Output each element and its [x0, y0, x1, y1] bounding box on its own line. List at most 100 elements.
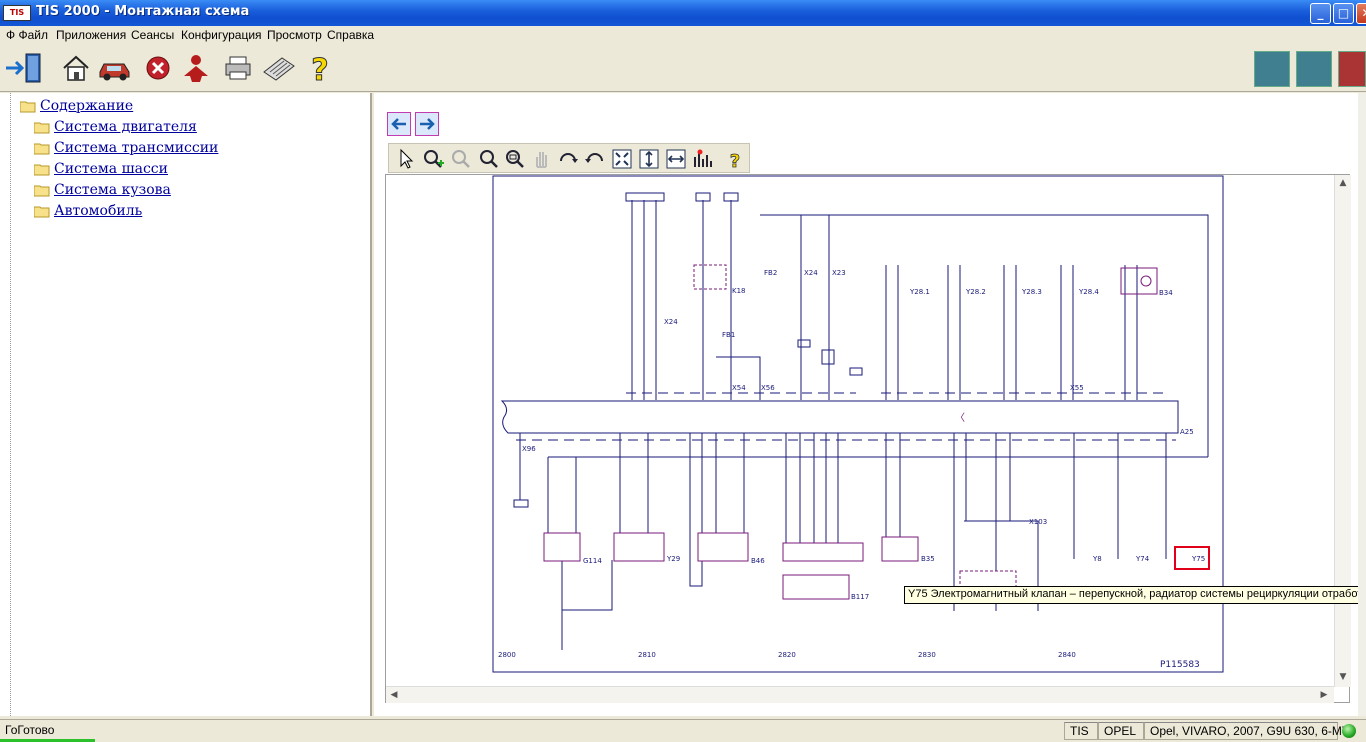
zoom-out-icon[interactable]	[449, 147, 473, 171]
diagram-viewport[interactable]: 〈	[385, 174, 1351, 703]
viewer-toolbar: ?	[388, 143, 750, 173]
status-bar: ГоГотово TIS OPEL Opel, VIVARO, 2007, G9…	[0, 719, 1366, 742]
label-b117: B117	[851, 593, 869, 601]
label-x23: X23	[832, 269, 846, 277]
status-progress	[0, 739, 95, 742]
label-fb2: FB2	[764, 269, 777, 277]
forward-button[interactable]	[415, 112, 439, 136]
horizontal-scrollbar[interactable]: ◀ ▶	[386, 686, 1334, 703]
label-y74: Y74	[1135, 555, 1150, 563]
minimize-button[interactable]: _	[1310, 3, 1331, 24]
tree-label[interactable]: Система шасси	[54, 161, 168, 177]
scroll-up-button[interactable]: ▲	[1339, 178, 1347, 188]
label-k18: K18	[732, 287, 746, 295]
sheet-id: P115583	[1160, 660, 1200, 670]
tree-label[interactable]: Система двигателя	[54, 119, 197, 135]
grid-2830: 2830	[918, 651, 936, 659]
label-x96: X96	[522, 445, 536, 453]
folder-icon	[34, 185, 50, 197]
stop-icon[interactable]	[142, 52, 174, 84]
label-x56: X56	[761, 384, 775, 392]
tree-label[interactable]: Система кузова	[54, 182, 171, 198]
svg-text:?: ?	[311, 53, 328, 84]
close-button[interactable]: ✕	[1356, 3, 1366, 24]
wiring-diagram[interactable]: 〈	[386, 175, 1334, 686]
menu-bar: Ф Файл Приложения Сеансы Конфигурация Пр…	[0, 26, 1366, 46]
tree-label[interactable]: Содержание	[40, 98, 134, 114]
highlight-icon[interactable]	[691, 147, 715, 171]
grid-2810: 2810	[638, 651, 656, 659]
exit-icon[interactable]	[4, 52, 46, 84]
arrow-left-icon	[391, 118, 406, 130]
vehicle-icon[interactable]	[97, 52, 133, 84]
diagram-labels: K18 FB2 FB1 Y28.1 Y28.2 Y28.3 Y28.4 B34 …	[498, 269, 1205, 670]
print-icon[interactable]	[222, 52, 254, 84]
back-button[interactable]	[387, 112, 411, 136]
maximize-button[interactable]: □	[1333, 3, 1354, 24]
vertical-scrollbar[interactable]: ▲ ▼	[1334, 175, 1351, 687]
sheet-border	[492, 175, 1224, 673]
folder-icon	[34, 122, 50, 134]
scroll-down-button[interactable]: ▼	[1339, 672, 1347, 682]
folder-icon	[34, 143, 50, 155]
window-title: TIS 2000 - Монтажная схема	[36, 4, 250, 19]
zoom-icon[interactable]	[477, 147, 501, 171]
main-toolbar: ?	[0, 46, 1366, 92]
label-x55: X55	[1070, 384, 1084, 392]
grid-2840: 2840	[1058, 651, 1076, 659]
menu-help[interactable]: Справка	[327, 28, 375, 42]
help-icon[interactable]: ?	[723, 147, 747, 171]
grid-2800: 2800	[498, 651, 516, 659]
label-x24-b: X24	[804, 269, 818, 277]
wires-bottom	[513, 433, 1208, 650]
zoom-window-icon[interactable]	[503, 147, 527, 171]
folder-icon	[34, 164, 50, 176]
label-b35: B35	[921, 555, 935, 563]
fit-all-icon[interactable]	[610, 147, 634, 171]
label-x103: X103	[1029, 518, 1047, 526]
title-bar[interactable]: TIS TIS 2000 - Монтажная схема _ □ ✕	[0, 0, 1366, 26]
module-symbol: 〈	[955, 412, 965, 424]
label-y29: Y29	[666, 555, 680, 563]
outer-scrollbar[interactable]	[1358, 93, 1366, 716]
user-icon[interactable]	[180, 52, 212, 84]
arrow-right-icon	[420, 118, 435, 130]
scroll-left-button[interactable]: ◀	[390, 690, 398, 700]
label-x54: X54	[732, 384, 746, 392]
label-a25: A25	[1180, 428, 1194, 436]
menu-file[interactable]: Ф Файл	[6, 28, 48, 42]
label-b46: B46	[751, 557, 765, 565]
diagram-pane: ?	[374, 93, 1366, 716]
keyboard-icon[interactable]	[262, 52, 296, 84]
vehicle-service-icon[interactable]	[1296, 51, 1332, 87]
status-tis: TIS	[1064, 722, 1098, 740]
zoom-in-icon[interactable]	[421, 147, 445, 171]
navigation-tree: Содержание Система двигателя Система тра…	[0, 93, 372, 716]
tree-connector	[10, 93, 11, 716]
app-icon: TIS	[3, 5, 31, 21]
status-ready: ГоГотово	[5, 723, 55, 737]
menu-applications[interactable]: Приложения	[56, 28, 127, 42]
y75-highlight[interactable]	[1174, 546, 1210, 570]
home-icon[interactable]	[60, 52, 92, 84]
svg-text:?: ?	[730, 151, 740, 171]
menu-sessions[interactable]: Сеансы	[131, 28, 175, 42]
vehicle-diagnostics-icon[interactable]	[1254, 51, 1290, 87]
label-y75: Y75	[1191, 555, 1205, 563]
tree-label[interactable]: Автомобиль	[54, 203, 143, 219]
menu-configuration[interactable]: Конфигурация	[181, 28, 262, 42]
help-icon[interactable]: ?	[304, 52, 336, 85]
label-b34: B34	[1159, 289, 1173, 297]
menu-view[interactable]: Просмотр	[267, 28, 322, 42]
label-y28-3: Y28.3	[1021, 288, 1042, 296]
vehicle-info-icon[interactable]	[1338, 51, 1366, 87]
tree-label[interactable]: Система трансмиссии	[54, 140, 219, 156]
rotate-cw-icon[interactable]	[556, 147, 580, 171]
pan-hand-icon[interactable]	[530, 147, 554, 171]
fit-height-icon[interactable]	[637, 147, 661, 171]
scroll-right-button[interactable]: ▶	[1320, 690, 1328, 700]
fit-width-icon[interactable]	[664, 147, 688, 171]
rotate-ccw-icon[interactable]	[583, 147, 607, 171]
select-arrow-icon[interactable]	[395, 147, 419, 171]
label-y28-4: Y28.4	[1078, 288, 1099, 296]
